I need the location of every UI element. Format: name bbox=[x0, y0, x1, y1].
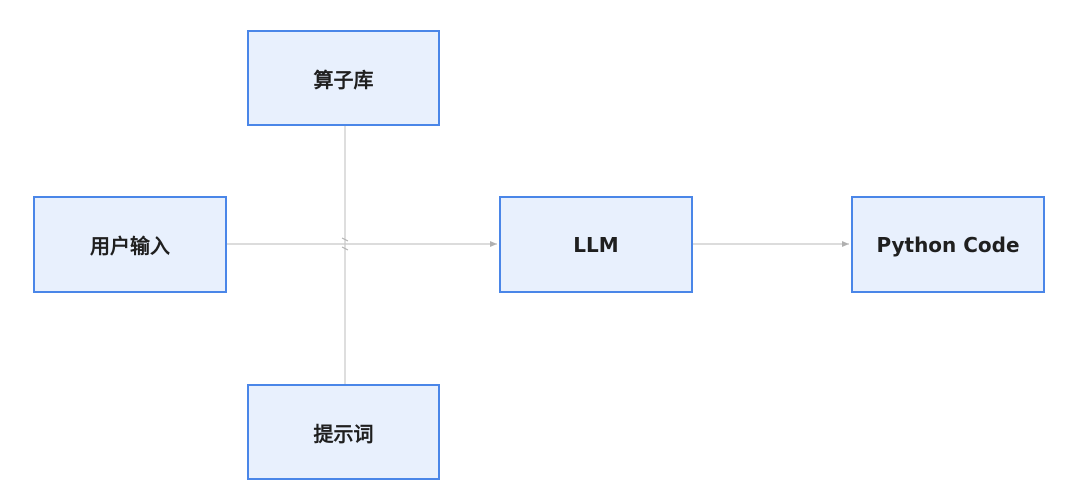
node-user-input: 用户输入 bbox=[33, 196, 227, 293]
node-llm: LLM bbox=[499, 196, 693, 293]
node-prompt-label: 提示词 bbox=[313, 421, 374, 446]
node-python-code: Python Code bbox=[851, 196, 1045, 293]
node-prompt: 提示词 bbox=[247, 384, 440, 480]
node-llm-label: LLM bbox=[573, 232, 619, 257]
node-user-input-label: 用户输入 bbox=[90, 234, 170, 258]
node-operator-library-label: 算子库 bbox=[313, 67, 374, 92]
node-operator-library: 算子库 bbox=[247, 30, 440, 126]
junction-marker bbox=[341, 237, 349, 251]
node-python-code-label: Python Code bbox=[876, 232, 1020, 257]
